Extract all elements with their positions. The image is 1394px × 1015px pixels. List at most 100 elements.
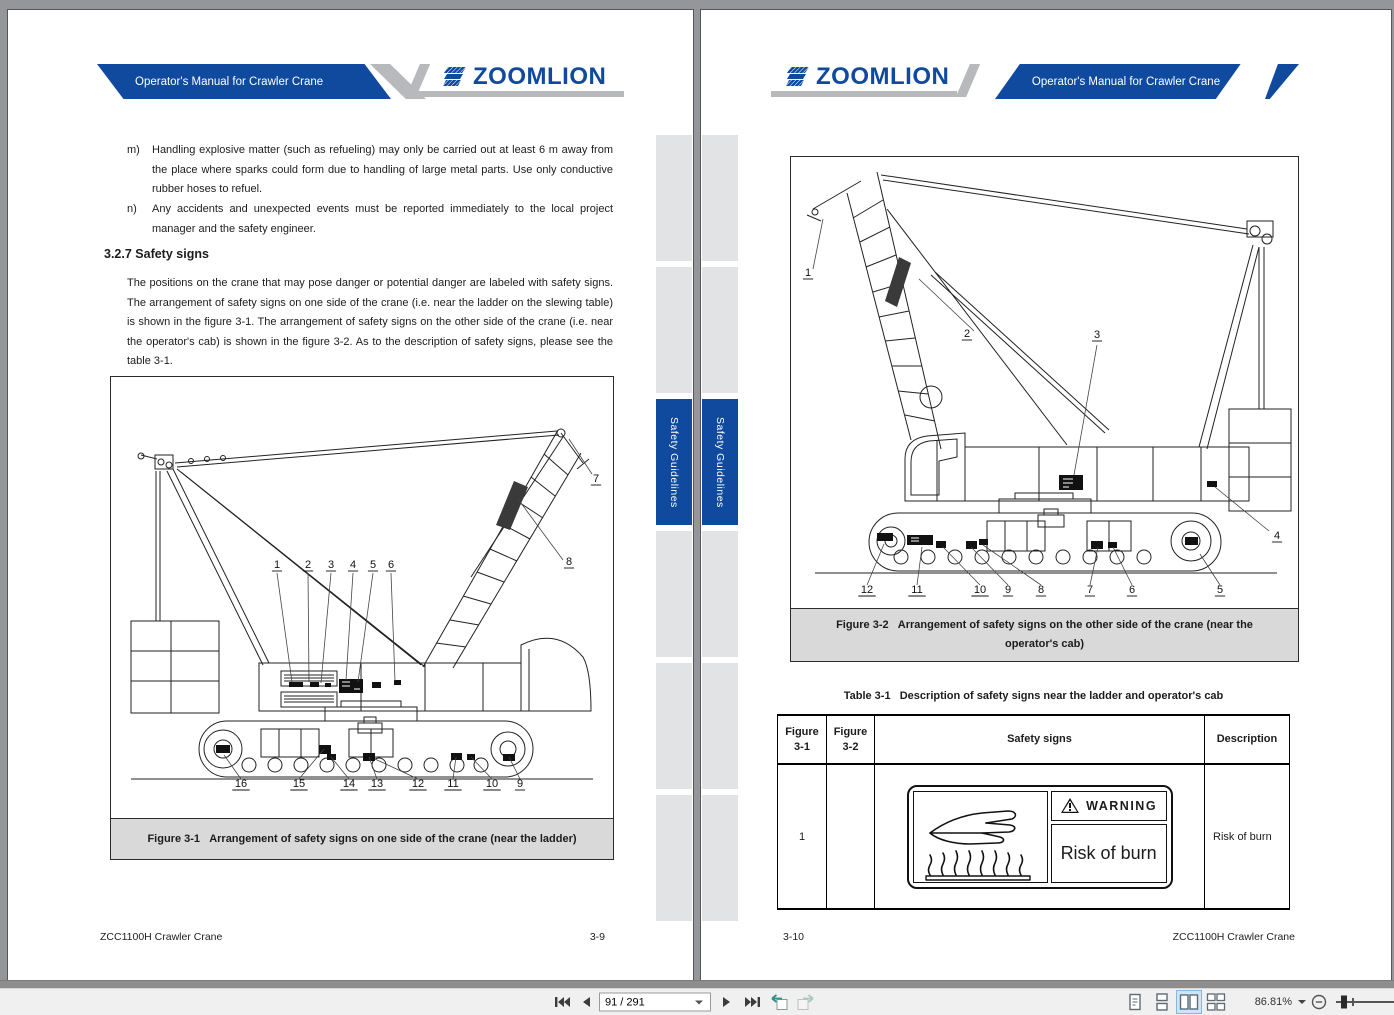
horizontal-scrollbar[interactable] bbox=[0, 980, 1394, 989]
tab-chapter[interactable] bbox=[702, 267, 738, 393]
zoomlion-logo-icon bbox=[786, 67, 809, 86]
two-page-continuous-view-button[interactable] bbox=[1203, 990, 1229, 1014]
figure-callout-8: 8 bbox=[566, 556, 572, 568]
page-dropdown-caret[interactable] bbox=[695, 1000, 703, 1004]
table-cell-sign: WARNING Risk of burn bbox=[874, 765, 1204, 908]
tab-safety-guidelines[interactable]: Safety Guidelines bbox=[656, 399, 692, 525]
single-page-view-button[interactable] bbox=[1122, 990, 1148, 1014]
header-band: Operator's Manual for Crawler Crane bbox=[97, 64, 391, 99]
figure-callout-7: 7 bbox=[593, 473, 599, 485]
figure-callout-8: 8 bbox=[1038, 584, 1044, 596]
figure-callout-9: 9 bbox=[1005, 584, 1011, 596]
footer-page-number: 3-9 bbox=[589, 931, 605, 943]
figure-callout-9: 9 bbox=[517, 778, 523, 790]
tab-chapter[interactable] bbox=[702, 531, 738, 657]
zoom-dropdown-caret[interactable] bbox=[1297, 1000, 1307, 1004]
footer-doc-title: ZCC1100H Crawler Crane bbox=[1172, 931, 1295, 943]
logo-swoosh-bar bbox=[412, 91, 624, 97]
brand-logo: ZOOMLION bbox=[442, 62, 606, 92]
figure-callout-15: 15 bbox=[293, 778, 305, 790]
table-cell-fig2-ref bbox=[826, 765, 874, 908]
col-header-description: Description bbox=[1204, 716, 1289, 765]
tab-chapter[interactable] bbox=[702, 663, 738, 789]
figure-callout-11: 11 bbox=[447, 778, 458, 790]
footer-doc-title: ZCC1100H Crawler Crane bbox=[100, 931, 223, 943]
brand-name: ZOOMLION bbox=[473, 63, 607, 90]
tab-chapter[interactable] bbox=[656, 795, 692, 921]
figure-callout-6: 6 bbox=[388, 559, 394, 571]
figure-callout-1: 1 bbox=[274, 559, 280, 571]
list-text-m: Handling explosive matter (such as refue… bbox=[152, 144, 613, 195]
zoomlion-logo-icon bbox=[443, 67, 466, 86]
figure-callout-7: 7 bbox=[1087, 584, 1093, 596]
tab-safety-guidelines[interactable]: Safety Guidelines bbox=[702, 399, 738, 525]
zoom-out-button[interactable] bbox=[1310, 994, 1328, 1010]
hot-surface-pictogram bbox=[912, 790, 1048, 883]
hand-over-heat-icon bbox=[925, 809, 1031, 881]
right-page: ZOOMLION Operator's Manual for Crawler C… bbox=[700, 9, 1392, 986]
figure-callout-3: 3 bbox=[1094, 329, 1100, 341]
figure-callout-12: 12 bbox=[861, 584, 873, 596]
zoom-slider-tick bbox=[1352, 998, 1354, 1006]
brand-logo: ZOOMLION bbox=[785, 62, 949, 92]
figure-3-1-caption: Figure 3-1 Arrangement of safety signs o… bbox=[110, 818, 614, 860]
zoom-slider-handle[interactable] bbox=[1341, 995, 1347, 1009]
tab-chapter[interactable] bbox=[656, 267, 692, 393]
figure-callout-4: 4 bbox=[350, 559, 356, 571]
tab-chapter[interactable] bbox=[702, 795, 738, 921]
previous-view-button[interactable] bbox=[768, 994, 790, 1011]
table-cell-description: Risk of burn bbox=[1204, 765, 1289, 908]
header-title: Operator's Manual for Crawler Crane bbox=[1031, 75, 1221, 88]
list-label-n: n) bbox=[127, 203, 137, 215]
chapter-tabs-right[interactable]: Safety Guidelines bbox=[702, 135, 738, 921]
figure-callout-11: 11 bbox=[911, 584, 922, 596]
first-page-button[interactable] bbox=[551, 996, 573, 1008]
section-heading: 3.2.7 Safety signs bbox=[104, 247, 209, 261]
header-band: Operator's Manual for Crawler Crane bbox=[995, 64, 1241, 99]
page-number-input[interactable] bbox=[600, 995, 693, 1009]
figure-callout-10: 10 bbox=[486, 778, 498, 790]
list-label-m: m) bbox=[127, 144, 140, 156]
figure-3-2-caption: Figure 3-2 Arrangement of safety signs o… bbox=[790, 608, 1299, 662]
figure-callout-2: 2 bbox=[964, 328, 970, 340]
figure-callout-4: 4 bbox=[1274, 530, 1280, 542]
next-view-button[interactable] bbox=[794, 994, 816, 1011]
figure-callout-5: 5 bbox=[370, 559, 376, 571]
figure-callout-2: 2 bbox=[305, 559, 311, 571]
tab-chapter[interactable] bbox=[656, 531, 692, 657]
continuous-view-button[interactable] bbox=[1149, 990, 1175, 1014]
header-title: Operator's Manual for Crawler Crane bbox=[135, 75, 324, 88]
two-page-view-button[interactable] bbox=[1176, 990, 1202, 1014]
figure-callout-3: 3 bbox=[328, 559, 334, 571]
warning-sign-risk-of-burn: WARNING Risk of burn bbox=[906, 784, 1173, 889]
list-text-n: Any accidents and unexpected events must… bbox=[152, 203, 613, 235]
tab-chapter[interactable] bbox=[656, 135, 692, 261]
figure-callout-14: 14 bbox=[343, 778, 355, 790]
figure-callout-16: 16 bbox=[235, 778, 247, 790]
logo-swoosh-bar bbox=[771, 91, 957, 97]
figure-callout-13: 13 bbox=[371, 778, 383, 790]
figure-callout-10: 10 bbox=[974, 584, 986, 596]
last-page-button[interactable] bbox=[742, 996, 764, 1008]
figure-callout-6: 6 bbox=[1129, 584, 1135, 596]
tab-chapter[interactable] bbox=[656, 663, 692, 789]
chapter-tabs-left[interactable]: Safety Guidelines bbox=[656, 135, 692, 921]
warning-header: WARNING bbox=[1050, 790, 1167, 821]
sign-text: Risk of burn bbox=[1050, 823, 1167, 883]
zoom-slider-track[interactable] bbox=[1336, 1001, 1394, 1003]
footer-page-number: 3-10 bbox=[783, 931, 805, 943]
zoom-level-text: 86.81% bbox=[1254, 996, 1292, 1008]
section-paragraph: The positions on the crane that may pose… bbox=[127, 277, 613, 367]
next-page-button[interactable] bbox=[718, 996, 736, 1008]
tab-chapter[interactable] bbox=[702, 135, 738, 261]
page-indicator[interactable] bbox=[599, 992, 711, 1012]
previous-page-button[interactable] bbox=[577, 996, 595, 1008]
